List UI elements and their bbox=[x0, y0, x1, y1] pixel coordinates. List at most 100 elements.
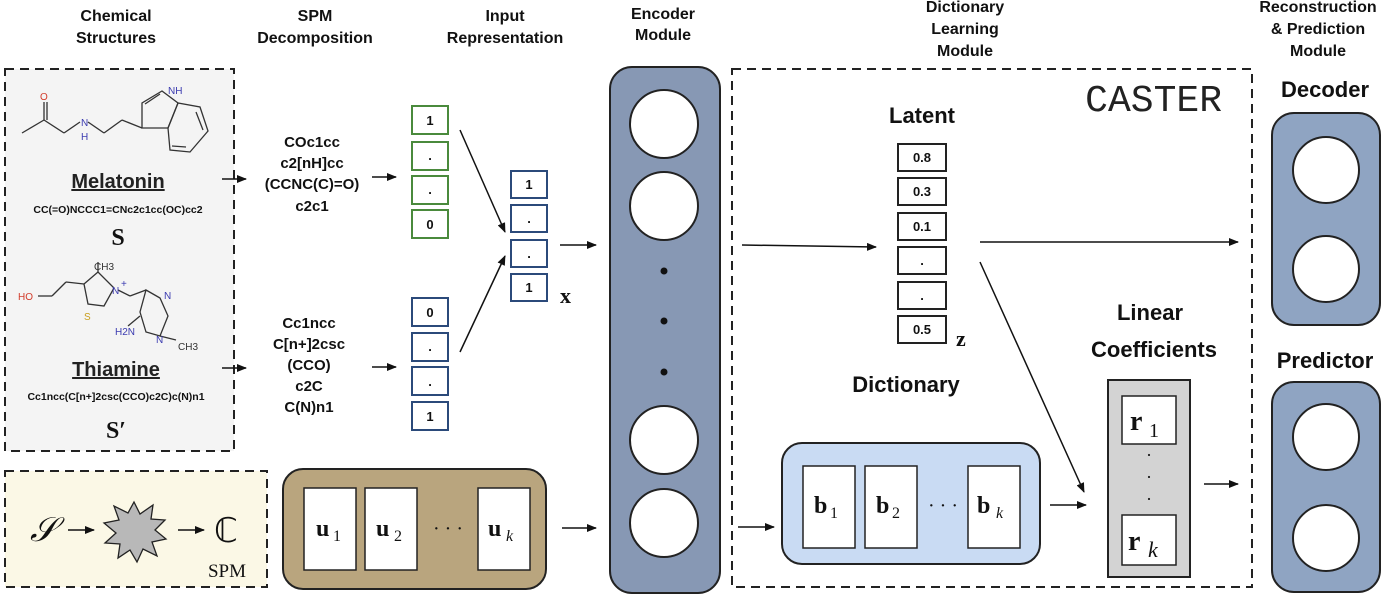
melatonin-spm-decomposition: COc1cc c2[nH]cc (CCNC(C)=O) c2c1 bbox=[265, 134, 360, 215]
svg-text:SPM: SPM bbox=[298, 8, 333, 25]
svg-text:Module: Module bbox=[635, 27, 691, 44]
svg-text:k: k bbox=[506, 528, 514, 545]
predictor-neuron bbox=[1292, 403, 1360, 471]
svg-text:O: O bbox=[40, 92, 48, 103]
z-label: z bbox=[956, 326, 966, 351]
latent-title: Latent bbox=[889, 103, 956, 128]
svg-text:·: · bbox=[1146, 489, 1152, 509]
svg-text:k: k bbox=[1148, 537, 1159, 562]
svg-text:CH3: CH3 bbox=[94, 262, 114, 273]
svg-text:C[n+]2csc: C[n+]2csc bbox=[273, 336, 345, 353]
svg-text:Input: Input bbox=[485, 8, 525, 25]
dictionary-atom-b2: b 2 bbox=[864, 465, 918, 549]
svg-text:1: 1 bbox=[1149, 420, 1159, 442]
svg-text:1: 1 bbox=[333, 528, 341, 545]
svg-text:b: b bbox=[876, 493, 889, 519]
svg-text:N: N bbox=[164, 291, 171, 302]
svg-text:Encoder: Encoder bbox=[631, 6, 695, 23]
svg-text:r: r bbox=[1130, 406, 1142, 437]
substructure-u1: u 1 bbox=[303, 487, 357, 571]
thiamine-spm-decomposition: Cc1ncc C[n+]2csc (CCO) c2C C(N)n1 bbox=[273, 315, 345, 416]
encoder-ellipsis-dot bbox=[660, 317, 668, 325]
svg-text:N: N bbox=[156, 335, 163, 346]
linear-coefficients-title: Linear Coefficients bbox=[1091, 300, 1217, 362]
svg-text:0.3: 0.3 bbox=[913, 184, 931, 199]
svg-text:Cc1ncc: Cc1ncc bbox=[282, 315, 335, 332]
svg-text:Module: Module bbox=[937, 43, 993, 60]
substructure-ellipsis: · · · bbox=[433, 518, 463, 540]
melatonin-symbol: S bbox=[111, 225, 124, 251]
svg-text:1: 1 bbox=[525, 177, 532, 192]
header-input-representation: Input Representation bbox=[447, 8, 563, 47]
svg-text:u: u bbox=[316, 516, 329, 542]
svg-text:Linear: Linear bbox=[1117, 300, 1183, 325]
melatonin-vector: 1 . . 0 bbox=[411, 105, 449, 239]
svg-text:COc1cc: COc1cc bbox=[284, 134, 340, 151]
thiamine-structure bbox=[38, 262, 177, 341]
header-spm-decomposition: SPM Decomposition bbox=[257, 8, 373, 47]
melatonin-name: Melatonin bbox=[71, 171, 164, 193]
svg-text:1: 1 bbox=[426, 409, 433, 424]
svg-text:Reconstruction: Reconstruction bbox=[1259, 0, 1376, 16]
svg-text:u: u bbox=[488, 516, 501, 542]
dictionary-ellipsis: · · · bbox=[928, 495, 958, 517]
svg-text:c2C: c2C bbox=[295, 378, 323, 395]
thiamine-vector: 0 . . 1 bbox=[411, 297, 449, 431]
svg-text:.: . bbox=[428, 374, 432, 389]
svg-text:.: . bbox=[428, 148, 432, 163]
dictionary-title: Dictionary bbox=[852, 372, 960, 397]
x-vector: 1 . . 1 bbox=[510, 170, 548, 302]
caster-label: CASTER bbox=[1085, 80, 1222, 123]
header-reconstruction-prediction-module: Reconstruction & Prediction Module bbox=[1259, 0, 1376, 60]
melatonin-smiles: CC(=O)NCCC1=CNc2c1cc(OC)cc2 bbox=[33, 204, 202, 216]
svg-text:.: . bbox=[428, 182, 432, 197]
spm-burst-icon bbox=[102, 500, 168, 564]
svg-text:Coefficients: Coefficients bbox=[1091, 337, 1217, 362]
svg-text:H: H bbox=[81, 132, 88, 143]
svg-text:1: 1 bbox=[525, 280, 532, 295]
svg-text:(CCO): (CCO) bbox=[287, 357, 330, 374]
chemical-structures-panel bbox=[4, 68, 235, 452]
svg-text:0.5: 0.5 bbox=[913, 322, 931, 337]
svg-text:HO: HO bbox=[18, 292, 33, 303]
arrow-latent-to-coefficients bbox=[979, 261, 1085, 493]
melatonin-structure bbox=[21, 90, 209, 153]
svg-text:CH3: CH3 bbox=[178, 342, 198, 353]
svg-text:c2[nH]cc: c2[nH]cc bbox=[280, 155, 343, 172]
spm-label: SPM bbox=[208, 561, 246, 582]
svg-text:2: 2 bbox=[892, 505, 900, 522]
svg-text:.: . bbox=[920, 288, 924, 303]
melatonin-atom-labels: O H N NH bbox=[40, 86, 182, 143]
svg-text:(CCNC(C)=O): (CCNC(C)=O) bbox=[265, 176, 360, 193]
thiamine-atom-labels: CH3 HO N + S H2N N N CH3 bbox=[18, 262, 198, 353]
header-encoder-module: Encoder Module bbox=[631, 6, 695, 44]
svg-text:.: . bbox=[920, 253, 924, 268]
decoder-neuron bbox=[1292, 136, 1360, 204]
svg-text:0: 0 bbox=[426, 217, 433, 232]
predictor-neuron bbox=[1292, 504, 1360, 572]
thiamine-name: Thiamine bbox=[72, 359, 160, 381]
svg-text:0.8: 0.8 bbox=[913, 150, 931, 165]
svg-text:Module: Module bbox=[1290, 43, 1346, 60]
encoder-neuron bbox=[629, 89, 699, 159]
arrow-thiamine-to-x bbox=[459, 255, 506, 353]
svg-text:Representation: Representation bbox=[447, 30, 563, 47]
thiamine-smiles: Cc1ncc(C[n+]2csc(CCO)c2C)c(N)n1 bbox=[27, 391, 204, 403]
encoder-ellipsis-dot bbox=[660, 267, 668, 275]
svg-text:Chemical: Chemical bbox=[80, 8, 151, 25]
svg-text:H2N: H2N bbox=[115, 327, 135, 338]
svg-text:b: b bbox=[814, 493, 827, 519]
header-chemical-structures: Chemical Structures bbox=[76, 8, 156, 47]
svg-text:r: r bbox=[1128, 526, 1140, 557]
svg-text:N: N bbox=[81, 118, 88, 129]
encoder-neuron bbox=[629, 488, 699, 558]
svg-text:Dictionary: Dictionary bbox=[926, 0, 1004, 16]
svg-text:.: . bbox=[428, 339, 432, 354]
svg-text:NH: NH bbox=[168, 86, 182, 97]
header-dictionary-learning-module: Dictionary Learning Module bbox=[926, 0, 1004, 60]
decoder-title: Decoder bbox=[1281, 77, 1369, 102]
thiamine-symbol: S′ bbox=[106, 418, 126, 444]
substructure-uk: u k bbox=[477, 487, 531, 571]
caster-region bbox=[731, 68, 1253, 588]
svg-text:u: u bbox=[376, 516, 389, 542]
